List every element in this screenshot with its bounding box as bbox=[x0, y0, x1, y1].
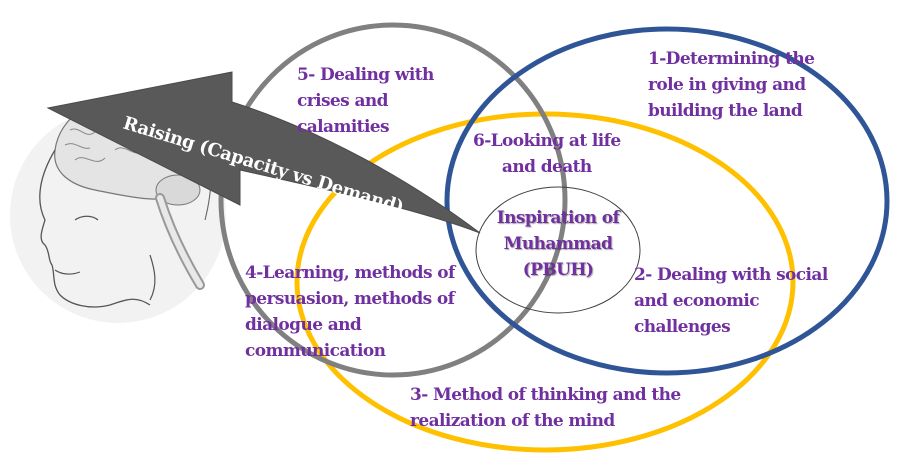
item-1-label: 1-Determining the role in giving and bui… bbox=[648, 49, 815, 121]
gray-circle bbox=[218, 22, 568, 378]
item-2-label: 2- Dealing with social and economic chal… bbox=[634, 265, 828, 337]
item-6-label: 6-Looking at life and death bbox=[473, 131, 621, 177]
center-circle bbox=[475, 186, 641, 314]
blue-circle bbox=[444, 26, 890, 376]
item-4-label: 4-Learning, methods of persuasion, metho… bbox=[245, 263, 455, 361]
item-3-label: 3- Method of thinking and the realizatio… bbox=[410, 385, 681, 431]
center-label: Inspiration of Muhammad (PBUH) bbox=[496, 208, 620, 280]
item-5-label: 5- Dealing with crises and calamities bbox=[297, 65, 434, 137]
